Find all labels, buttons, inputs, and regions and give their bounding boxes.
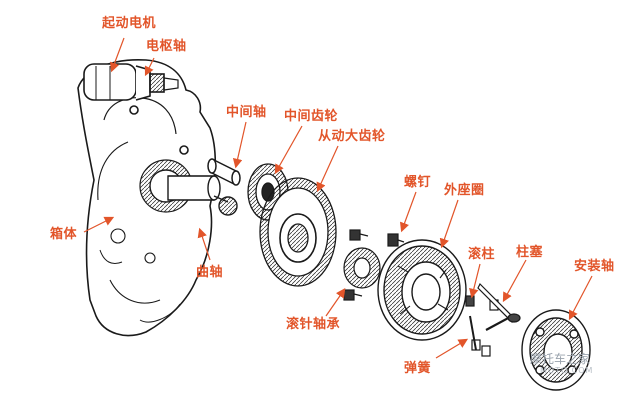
- label-spring: 弹簧: [404, 361, 432, 376]
- needle-bearing: [343, 247, 381, 289]
- driven-large-gear: [259, 177, 337, 287]
- label-idler-shaft: 中间轴: [226, 105, 267, 120]
- label-roller: 滚柱: [468, 247, 496, 262]
- idler-shaft: [207, 158, 241, 186]
- label-starter-motor: 起动电机: [102, 16, 157, 31]
- clutch-outer-ring: [377, 239, 467, 341]
- label-idler-gear: 中间齿轮: [284, 109, 339, 124]
- rollers-and-plungers: [465, 282, 521, 357]
- label-driven-gear: 从动大齿轮: [318, 129, 386, 144]
- watermark-text: 摩托车之家: [530, 352, 591, 366]
- screws: [343, 229, 405, 301]
- leader-lines: [83, 37, 593, 359]
- starter-motor: [83, 63, 179, 101]
- housing-internal-gear: [139, 159, 238, 216]
- label-plunger: 柱塞: [516, 245, 544, 260]
- mounting-plate: [521, 309, 591, 391]
- engine-housing: [77, 59, 217, 337]
- label-mount-plate: 安装轴: [574, 259, 615, 274]
- watermark-url: MOTO.COM: [540, 366, 594, 375]
- label-housing: 箱体: [50, 227, 78, 242]
- label-outer-ring: 外座圈: [444, 183, 485, 198]
- label-armature-shaft: 电枢轴: [146, 39, 187, 54]
- label-screw: 螺钉: [404, 175, 432, 190]
- label-needle-bearing: 滚针轴承: [286, 317, 341, 332]
- label-crankshaft: 曲轴: [196, 265, 224, 280]
